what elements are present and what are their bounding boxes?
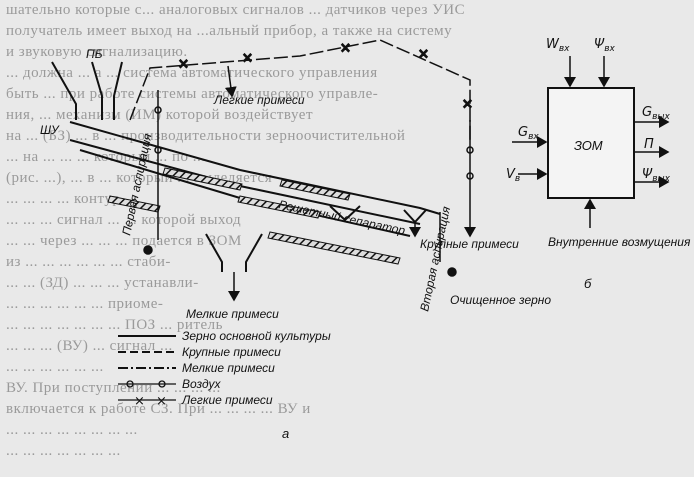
- output-psi: Ψвых: [642, 167, 671, 184]
- background-text-line: ... ... ... ... контур: [6, 191, 121, 207]
- hopper-pb: [51, 61, 123, 120]
- legend-label-1: Крупные примеси: [182, 345, 281, 359]
- background-text-line: ... ... ... ... ... ... приоме-: [6, 296, 164, 312]
- legend: [118, 335, 176, 401]
- background-text-line: включается к работе СЗ. При ... ... ... …: [6, 401, 311, 417]
- output-g: Gвых: [642, 105, 670, 122]
- diagram-b: ЗОМ Wвх Ψвх Gвх Vв Gвых П Ψвых Внутренни…: [506, 37, 691, 291]
- label-pb: ПБ: [86, 47, 103, 61]
- legend-label-4: Легкие примеси: [181, 393, 273, 407]
- input-g: Gвх: [518, 125, 539, 142]
- background-text-line: ... ... ... ... ... ... ...: [6, 443, 121, 459]
- svg-text:×: ×: [340, 41, 351, 56]
- label-cleaned-grain: Очищенное зерно: [450, 293, 551, 307]
- background-text-line: ... ... ... (ВУ) ... сигнал ...: [6, 338, 173, 354]
- zom-label: ЗОМ: [574, 138, 603, 153]
- background-text-line: из ... ... ... ... ... ... стаби-: [6, 254, 171, 270]
- svg-text:×: ×: [418, 47, 429, 62]
- zom-arrows: [512, 56, 670, 228]
- background-text-line: шательно которые с... аналоговых сигнало…: [6, 2, 466, 18]
- caption-b: б: [584, 276, 592, 291]
- label-light-impurities: Легкие примеси: [213, 93, 305, 107]
- svg-text:×: ×: [242, 51, 253, 66]
- svg-text:×: ×: [462, 97, 473, 112]
- background-text-line: ... ... через ... ... ... подается в ЗОМ: [6, 233, 242, 249]
- output-p: П: [644, 137, 654, 152]
- diagram-a: × × × × × ШУ ПБ: [40, 39, 551, 441]
- air-columns: [143, 90, 474, 277]
- background-text-line: ... ... ... сигнал ... ... которой выход: [6, 212, 242, 228]
- background-text-line: ... ... ... ... ... ...: [6, 359, 104, 375]
- svg-text:×: ×: [178, 57, 189, 72]
- label-first-aspiration: Первая аспирация: [119, 132, 154, 237]
- legend-cross-1: ×: [134, 394, 145, 409]
- background-text-line: и звуковую сигнализацию.: [6, 44, 188, 60]
- input-psi: Ψвх: [594, 37, 616, 54]
- caption-a: а: [282, 426, 289, 441]
- sieve-separator: [107, 167, 401, 265]
- background-text-line: ... должна ... а ... система автоматичес…: [6, 65, 378, 81]
- label-second-aspiration: Вторая аспирация: [417, 205, 453, 313]
- background-text-line: ... ... (ЗД) ... ... ... устанавли-: [6, 275, 199, 291]
- outlet-arrows: [228, 212, 476, 302]
- funnels: [205, 205, 427, 272]
- legend-label-0: Зерно основной культуры: [182, 329, 331, 343]
- background-text-line: ния, ... механизм (ИМ) которой воздейств…: [6, 107, 313, 123]
- label-shu: ШУ: [40, 123, 60, 137]
- input-w: Wвх: [546, 37, 570, 54]
- background-text-line: получатель имеет выход на ...альный приб…: [6, 23, 453, 39]
- background-text-line: быть ... при работе системы автоматическ…: [6, 86, 379, 102]
- legend-label-3: Воздух: [182, 377, 221, 391]
- label-large-impurities: Крупные примеси: [420, 237, 519, 251]
- background-text-line: ... ... ... ... ... ... ... ПОЗ ... рите…: [6, 317, 223, 333]
- legend-cross-2: ×: [156, 394, 167, 409]
- light-impurities-line: × × × × ×: [129, 39, 474, 140]
- label-disturbances: Внутренние возмущения: [548, 235, 691, 249]
- background-text-line: ... ... ... ... ... ... ... ...: [6, 422, 138, 438]
- input-v: Vв: [506, 167, 520, 184]
- zom-block: [547, 87, 635, 199]
- label-small-impurities: Мелкие примеси: [186, 307, 279, 321]
- legend-label-2: Мелкие примеси: [182, 361, 275, 375]
